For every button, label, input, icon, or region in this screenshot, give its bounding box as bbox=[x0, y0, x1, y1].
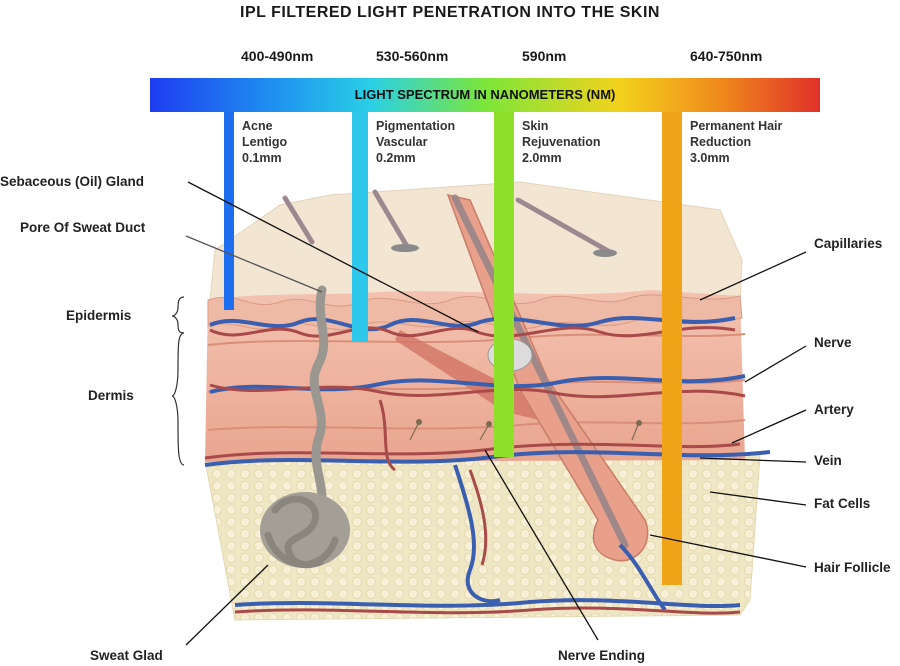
wavelength-label-2: 530-560nm bbox=[376, 48, 449, 64]
bar-line: 3.0mm bbox=[690, 151, 730, 165]
label-capillaries: Capillaries bbox=[814, 236, 883, 251]
label-vein: Vein bbox=[814, 453, 842, 468]
light-spectrum-bar: LIGHT SPECTRUM IN NANOMETERS (NM) bbox=[150, 78, 820, 112]
spectrum-label: LIGHT SPECTRUM IN NANOMETERS (NM) bbox=[354, 87, 616, 102]
light-bar-hair-reduction bbox=[662, 112, 682, 585]
bar-line: Vascular bbox=[376, 135, 428, 149]
light-bar-acne bbox=[224, 112, 234, 310]
bar-description-rejuvenation: Skin Rejuvenation 2.0mm bbox=[522, 118, 601, 166]
bar-line: 0.2mm bbox=[376, 151, 416, 165]
label-pore-of-sweat-duct: Pore Of Sweat Duct bbox=[20, 220, 146, 235]
light-bar-pigmentation bbox=[352, 112, 368, 342]
label-nerve-ending: Nerve Ending bbox=[558, 648, 646, 663]
label-hair-follicle: Hair Follicle bbox=[814, 560, 891, 575]
wavelength-label-3: 590nm bbox=[522, 48, 567, 64]
bar-description-pigmentation: Pigmentation Vascular 0.2mm bbox=[376, 118, 455, 166]
bar-line: Pigmentation bbox=[376, 119, 456, 133]
label-artery: Artery bbox=[814, 402, 854, 417]
bar-line: 2.0mm bbox=[522, 151, 562, 165]
bar-line: 0.1mm bbox=[242, 151, 282, 165]
light-bar-rejuvenation bbox=[494, 112, 514, 457]
bar-line: Lentigo bbox=[242, 135, 288, 149]
epidermis-bracket bbox=[171, 296, 185, 334]
label-sebaceous-gland: Sebaceous (Oil) Gland bbox=[0, 174, 145, 189]
wavelength-label-4: 640-750nm bbox=[690, 48, 763, 64]
label-sweat-gland: Sweat Glad bbox=[90, 648, 163, 663]
label-epidermis: Epidermis bbox=[66, 308, 132, 323]
label-fat-cells: Fat Cells bbox=[814, 496, 871, 511]
bar-line: Rejuvenation bbox=[522, 135, 601, 149]
wavelength-label-1: 400-490nm bbox=[241, 48, 314, 64]
bar-line: Permanent Hair bbox=[690, 119, 783, 133]
diagram-title: IPL FILTERED LIGHT PENETRATION INTO THE … bbox=[240, 4, 660, 21]
label-dermis: Dermis bbox=[88, 388, 134, 403]
label-nerve: Nerve bbox=[814, 335, 852, 350]
bar-description-hair-reduction: Permanent Hair Reduction 3.0mm bbox=[690, 118, 782, 166]
bar-description-acne: Acne Lentigo 0.1mm bbox=[242, 118, 287, 166]
sweat-gland bbox=[260, 492, 350, 569]
capillaries bbox=[209, 316, 736, 332]
bar-line: Skin bbox=[522, 119, 549, 133]
sweat-duct bbox=[309, 285, 329, 520]
bar-line: Reduction bbox=[690, 135, 752, 149]
bar-line: Acne bbox=[242, 119, 273, 133]
dermis-bracket bbox=[171, 332, 185, 466]
